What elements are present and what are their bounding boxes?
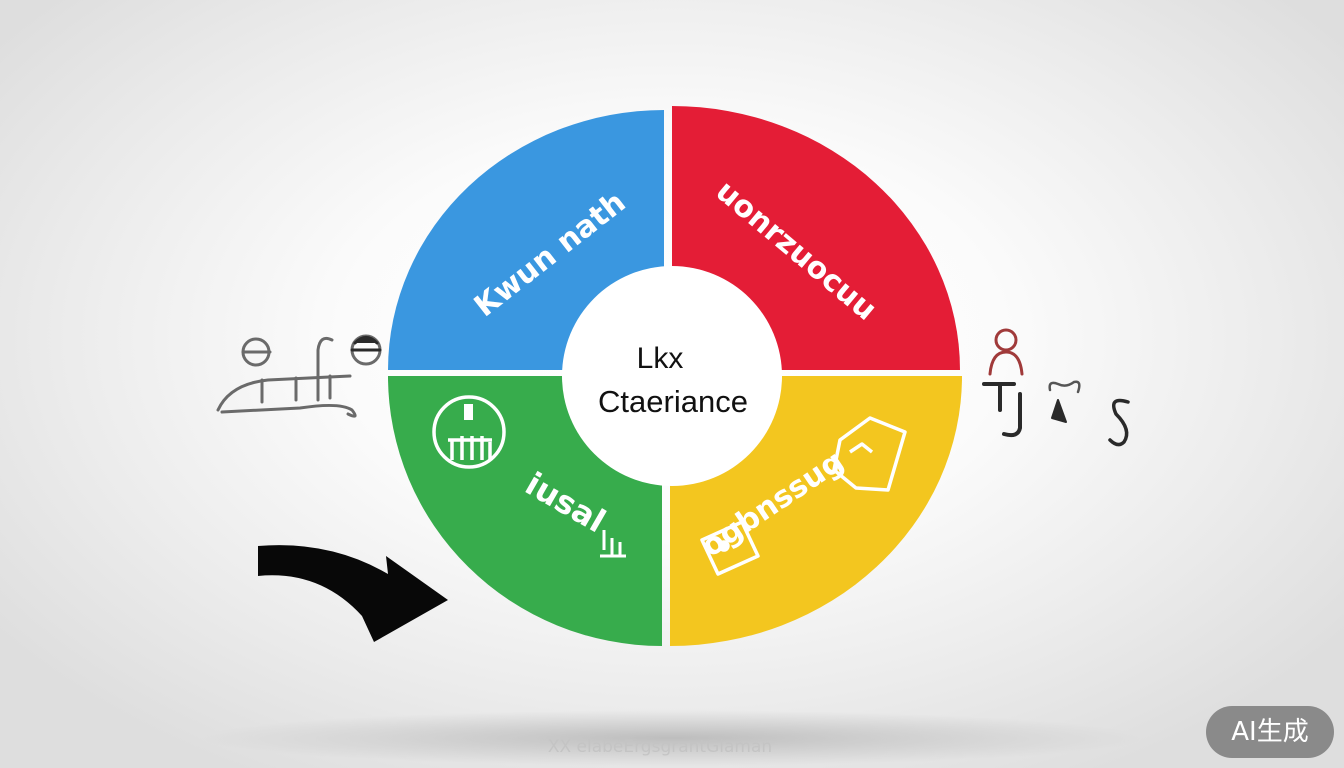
bottom-caption: XX elabeErgsgrantGlaman bbox=[548, 737, 772, 757]
center-circle bbox=[562, 266, 782, 486]
arrow-right-icon bbox=[258, 545, 448, 642]
people-wheelchair-icon bbox=[216, 334, 382, 418]
person-figures-icon bbox=[982, 328, 1130, 447]
center-subtitle: Ctaeriance bbox=[598, 384, 748, 419]
center-title: Lkx bbox=[637, 342, 684, 375]
ai-generated-badge: AI生成 bbox=[1206, 706, 1334, 758]
bars-icon bbox=[600, 530, 626, 558]
hand-icon bbox=[832, 416, 907, 492]
floor-shadow bbox=[202, 710, 1142, 766]
card-icon bbox=[700, 520, 760, 576]
calculator-icon bbox=[432, 395, 506, 469]
